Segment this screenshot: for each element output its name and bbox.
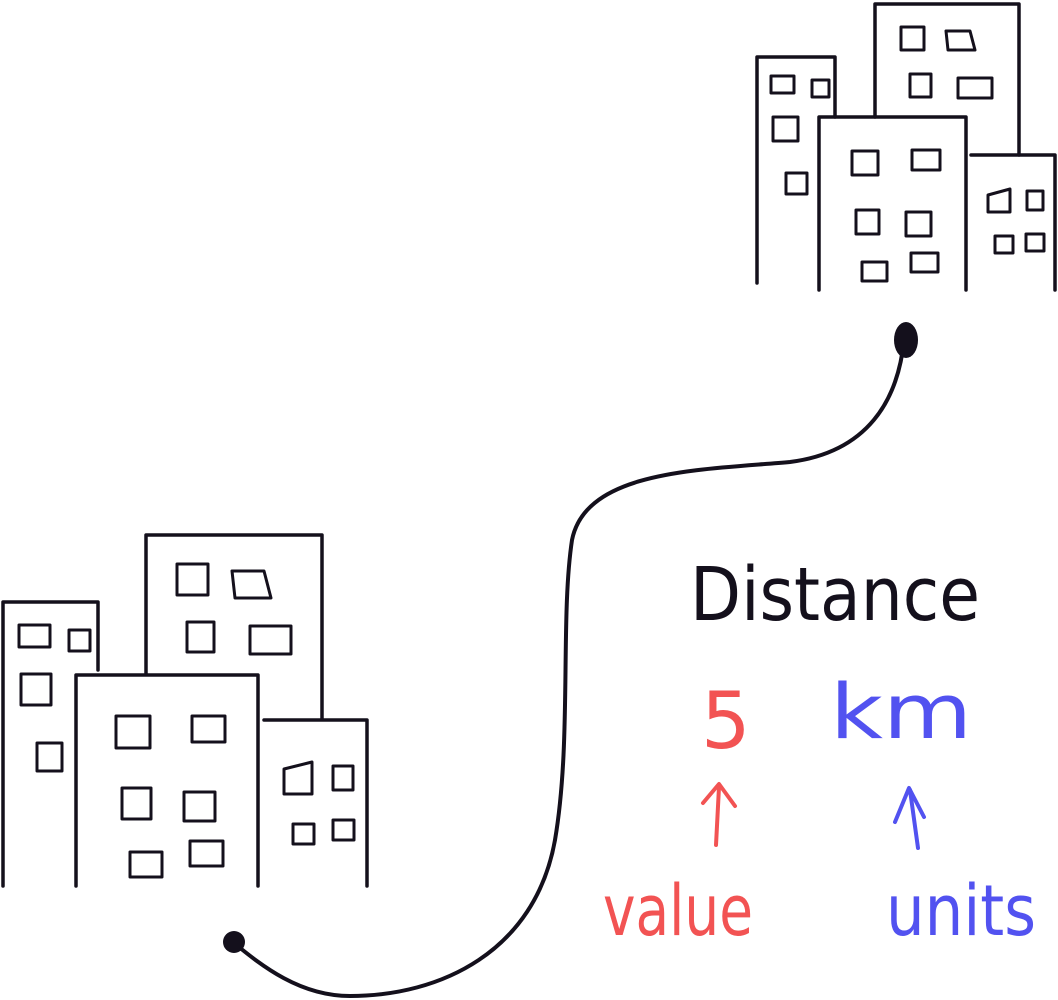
units-text: km — [830, 667, 972, 756]
building — [755, 55, 837, 285]
building — [969, 153, 1057, 292]
origin-buildings — [1, 533, 369, 888]
building — [873, 2, 1021, 157]
units-arrow — [893, 786, 926, 850]
value-arrow — [701, 782, 737, 847]
building — [262, 718, 369, 888]
destination-buildings — [755, 2, 1057, 292]
units-caption: units — [886, 870, 1036, 952]
origin-point — [223, 931, 245, 953]
value-caption: value — [603, 870, 753, 952]
destination-point — [894, 322, 918, 358]
value-number: 5 — [701, 677, 751, 767]
building — [1, 600, 100, 888]
route-path — [232, 338, 906, 999]
building — [74, 673, 260, 888]
distance-title: Distance — [690, 552, 980, 638]
building — [144, 533, 324, 721]
building — [817, 115, 968, 292]
